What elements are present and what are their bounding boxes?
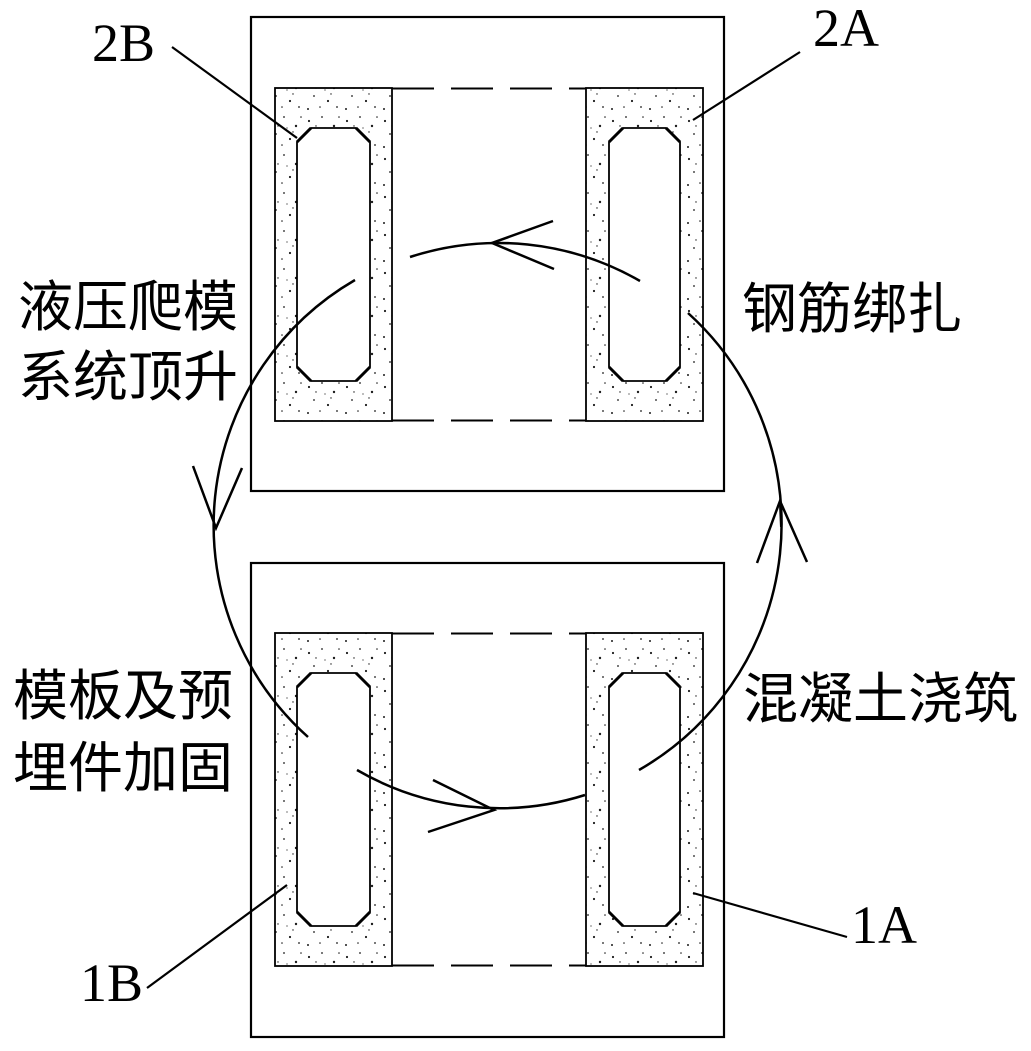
leader-line-1A	[692, 891, 848, 939]
top-right-hole-chamfers	[607, 126, 682, 383]
cycle-arrowhead-right	[755, 497, 809, 564]
top-right-column-hole	[608, 127, 681, 382]
cycle-arc-right	[638, 312, 783, 772]
cycle-arrows	[191, 219, 809, 834]
leader-lines	[146, 46, 848, 989]
leader-line-1B	[146, 884, 288, 989]
bottom-wall-outline	[249, 561, 726, 1039]
top-wall-section	[249, 15, 726, 493]
leader-line-2B	[171, 46, 298, 139]
top-wall-outline	[249, 15, 726, 493]
step-label-jacking-line1: 液压爬模	[18, 277, 239, 338]
top-left-hole-chamfers	[295, 126, 372, 383]
bottom-wall-section	[249, 561, 726, 1039]
bottom-left-hole-chamfers	[295, 671, 372, 928]
step-label-concrete: 混凝土浇筑	[743, 669, 1019, 730]
cycle-arrowhead-top	[488, 219, 555, 271]
part-label-1B: 1B	[80, 953, 144, 1013]
cycle-arc-bottom	[356, 768, 586, 810]
top-left-column-hole	[296, 127, 371, 382]
cycle-arc-left	[212, 278, 356, 738]
step-label-formwork-line2: 埋件加固	[13, 738, 234, 799]
cycle-arrowhead-right-tick	[779, 504, 782, 528]
step-label-jacking-line2: 系统顶升	[18, 347, 239, 408]
bottom-right-hole-chamfers	[607, 671, 682, 928]
part-label-2B: 2B	[92, 13, 156, 73]
step-label-formwork-line1: 模板及预	[13, 666, 234, 727]
leader-line-2A	[692, 51, 801, 121]
bottom-right-column-hole	[608, 672, 681, 927]
part-label-1A: 1A	[851, 895, 917, 955]
cycle-arrowhead-bottom	[427, 778, 498, 834]
bottom-left-column-hole	[296, 672, 371, 927]
part-label-2A: 2A	[813, 0, 879, 58]
cycle-arrowhead-left	[191, 465, 244, 532]
cycle-arc-top	[409, 241, 641, 283]
step-label-rebar: 钢筋绑扎	[742, 279, 963, 340]
